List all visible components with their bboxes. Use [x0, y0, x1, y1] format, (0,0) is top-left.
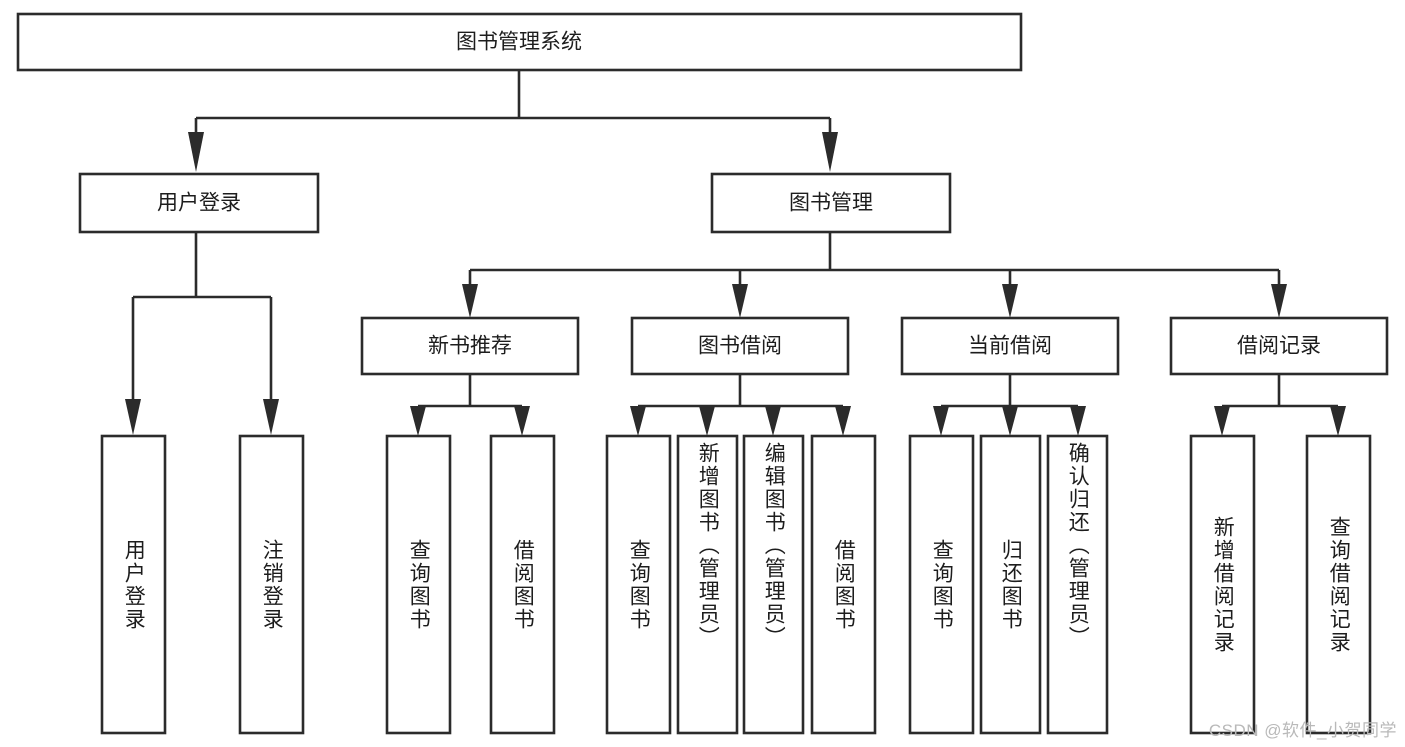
leaf-box-logout-login[interactable]	[238, 434, 305, 735]
node-borrow-record-box[interactable]	[1169, 316, 1389, 376]
connector-group-current-borrow	[933, 374, 1086, 436]
node-user-login-box[interactable]	[78, 172, 320, 234]
leaf-box-query-book-3[interactable]	[908, 434, 975, 735]
node-user-login-label: 用户登录	[157, 192, 241, 215]
arrowhead-icon	[188, 132, 204, 172]
leaf-box-return-book[interactable]	[979, 434, 1042, 735]
connector-group-user-login	[125, 232, 279, 435]
node-borrow-record[interactable]: 借阅记录	[1169, 316, 1389, 376]
node-new-book-recommend-box[interactable]	[360, 316, 580, 376]
node-root[interactable]: 图书管理系统	[16, 12, 1023, 72]
node-user-login[interactable]: 用户登录	[78, 172, 320, 234]
connector-group-borrow-record	[1214, 374, 1346, 436]
leaf-box-query-book-1[interactable]	[385, 434, 452, 735]
arrowhead-icon	[410, 406, 426, 436]
arrowhead-icon	[933, 406, 949, 436]
arrowhead-icon	[125, 399, 141, 435]
connector-group-book-management	[462, 232, 1287, 318]
leaf-box-query-record[interactable]	[1305, 434, 1372, 735]
arrowhead-icon	[630, 406, 646, 436]
node-book-borrow[interactable]: 图书借阅	[630, 316, 850, 376]
leaf-box-query-book-2[interactable]	[605, 434, 672, 735]
node-book-borrow-box[interactable]	[630, 316, 850, 376]
node-new-book-recommend[interactable]: 新书推荐	[360, 316, 580, 376]
leaf-box-add-book[interactable]	[676, 434, 739, 735]
leaf-box-add-record[interactable]	[1189, 434, 1256, 735]
node-current-borrow[interactable]: 当前借阅	[900, 316, 1120, 376]
node-current-borrow-label: 当前借阅	[968, 335, 1052, 358]
node-current-borrow-box[interactable]	[900, 316, 1120, 376]
node-new-book-recommend-label: 新书推荐	[428, 335, 512, 358]
leaf-box-confirm-return[interactable]	[1046, 434, 1109, 735]
node-root-box[interactable]	[16, 12, 1023, 72]
node-book-management-box[interactable]	[710, 172, 952, 234]
node-book-borrow-label: 图书借阅	[698, 335, 782, 358]
node-book-management-label: 图书管理	[789, 192, 873, 215]
connector-group-book-borrow	[630, 374, 851, 436]
arrowhead-icon	[835, 406, 851, 436]
arrowhead-icon	[1002, 406, 1018, 436]
arrowhead-icon	[1070, 406, 1086, 436]
arrowhead-icon	[699, 406, 715, 436]
node-book-management[interactable]: 图书管理	[710, 172, 952, 234]
node-borrow-record-label: 借阅记录	[1237, 335, 1321, 358]
leaf-box-user-login[interactable]	[100, 434, 167, 735]
leaf-box-edit-book[interactable]	[742, 434, 805, 735]
leaf-box-borrow-book-2[interactable]	[810, 434, 877, 735]
connector-group-new-book-recommend	[410, 374, 530, 436]
arrowhead-icon	[1271, 284, 1287, 318]
leaf-box-borrow-book-1[interactable]	[489, 434, 556, 735]
node-root-label: 图书管理系统	[456, 31, 582, 54]
arrowhead-icon	[462, 284, 478, 318]
arrowhead-icon	[514, 406, 530, 436]
arrowhead-icon	[1002, 284, 1018, 318]
watermark-text: CSDN @软件_小贺同学	[1208, 721, 1397, 740]
arrowhead-icon	[263, 399, 279, 435]
arrowhead-icon	[822, 132, 838, 172]
arrowhead-icon	[765, 406, 781, 436]
arrowhead-icon	[1214, 406, 1230, 436]
connector-group-root	[188, 70, 838, 172]
arrowhead-icon	[1330, 406, 1346, 436]
arrowhead-icon	[732, 284, 748, 318]
